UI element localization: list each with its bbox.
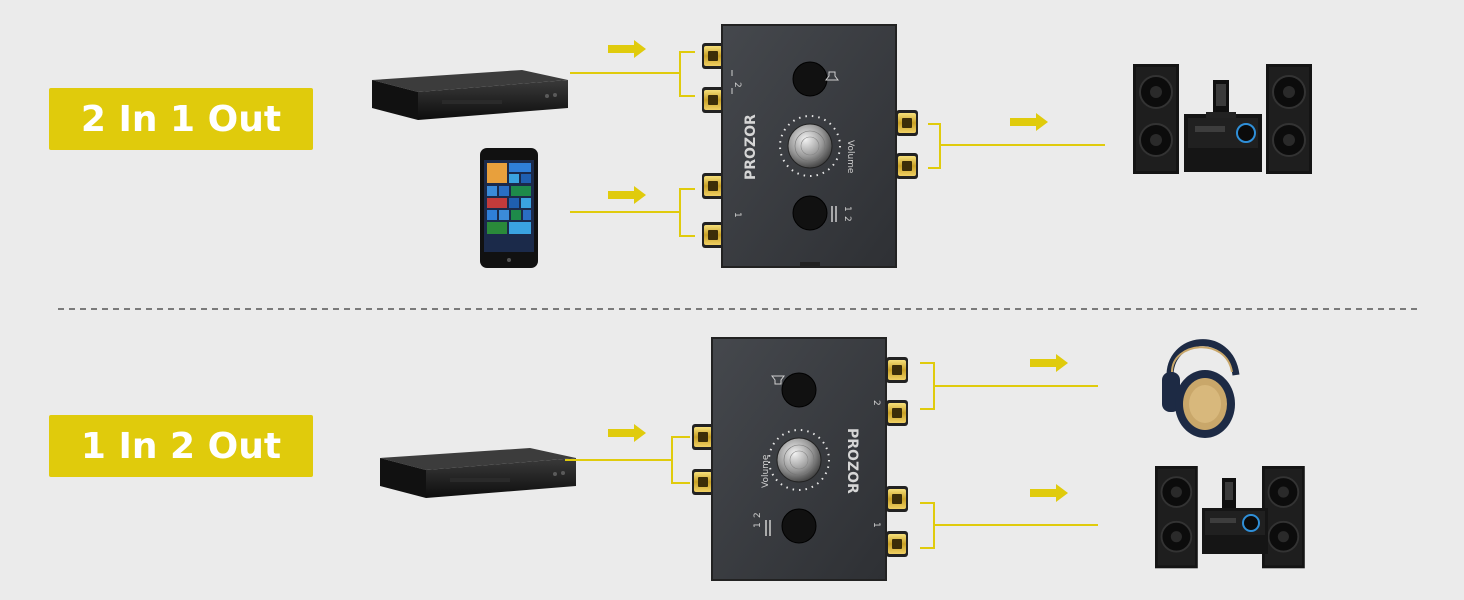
mode-badge-1in2out: 1 In 2 Out [49,415,313,477]
stereo-system-icon [1132,63,1313,175]
port-label-1: 1 [871,522,881,528]
headphones-icon [1162,339,1240,438]
section-2in1out: PROZOR Volume 2 1 [372,24,1313,268]
brand-name: PROZOR [844,428,860,494]
brand-name: PROZOR [743,114,759,180]
stereo-system-icon [1154,465,1306,570]
arrow-right-icon [608,186,646,204]
section-1in2out: PROZOR Volume 2 1 [380,337,1306,581]
arrow-right-icon [1030,484,1068,502]
audio-switcher-device: PROZOR Volume 2 1 [721,24,897,268]
arrow-right-icon [608,40,646,58]
output-select-button[interactable] [781,508,817,544]
switch-icon [765,520,771,536]
mode-badge-2in1out: 2 In 1 Out [49,88,313,150]
smartphone-icon [480,148,538,268]
mute-button[interactable] [781,372,817,408]
input-select-button[interactable] [792,195,828,231]
speaker-icon [771,375,785,385]
arrow-right-icon [1010,113,1048,131]
volume-knob[interactable] [768,429,830,491]
knob-label: Volume [845,140,855,174]
switch-label-2: 2 [842,216,852,222]
switch-label-2: 2 [753,512,763,518]
port-label-1: 1 [732,212,742,218]
volume-knob[interactable] [779,115,841,177]
switch-label-1: 1 [842,206,852,212]
knob-label: Volume [761,454,771,488]
dvd-player-icon [380,448,576,498]
switch-icon [831,206,837,222]
speaker-icon [825,71,839,81]
audio-switcher-device: PROZOR Volume 2 1 [711,337,887,581]
mute-button[interactable] [792,61,828,97]
arrow-right-icon [1030,354,1068,372]
switch-label-1: 1 [753,522,763,528]
port-label-2: 2 [732,82,742,88]
arrow-right-icon [608,424,646,442]
port-label-2: 2 [871,400,881,406]
dvd-player-icon [372,70,568,120]
